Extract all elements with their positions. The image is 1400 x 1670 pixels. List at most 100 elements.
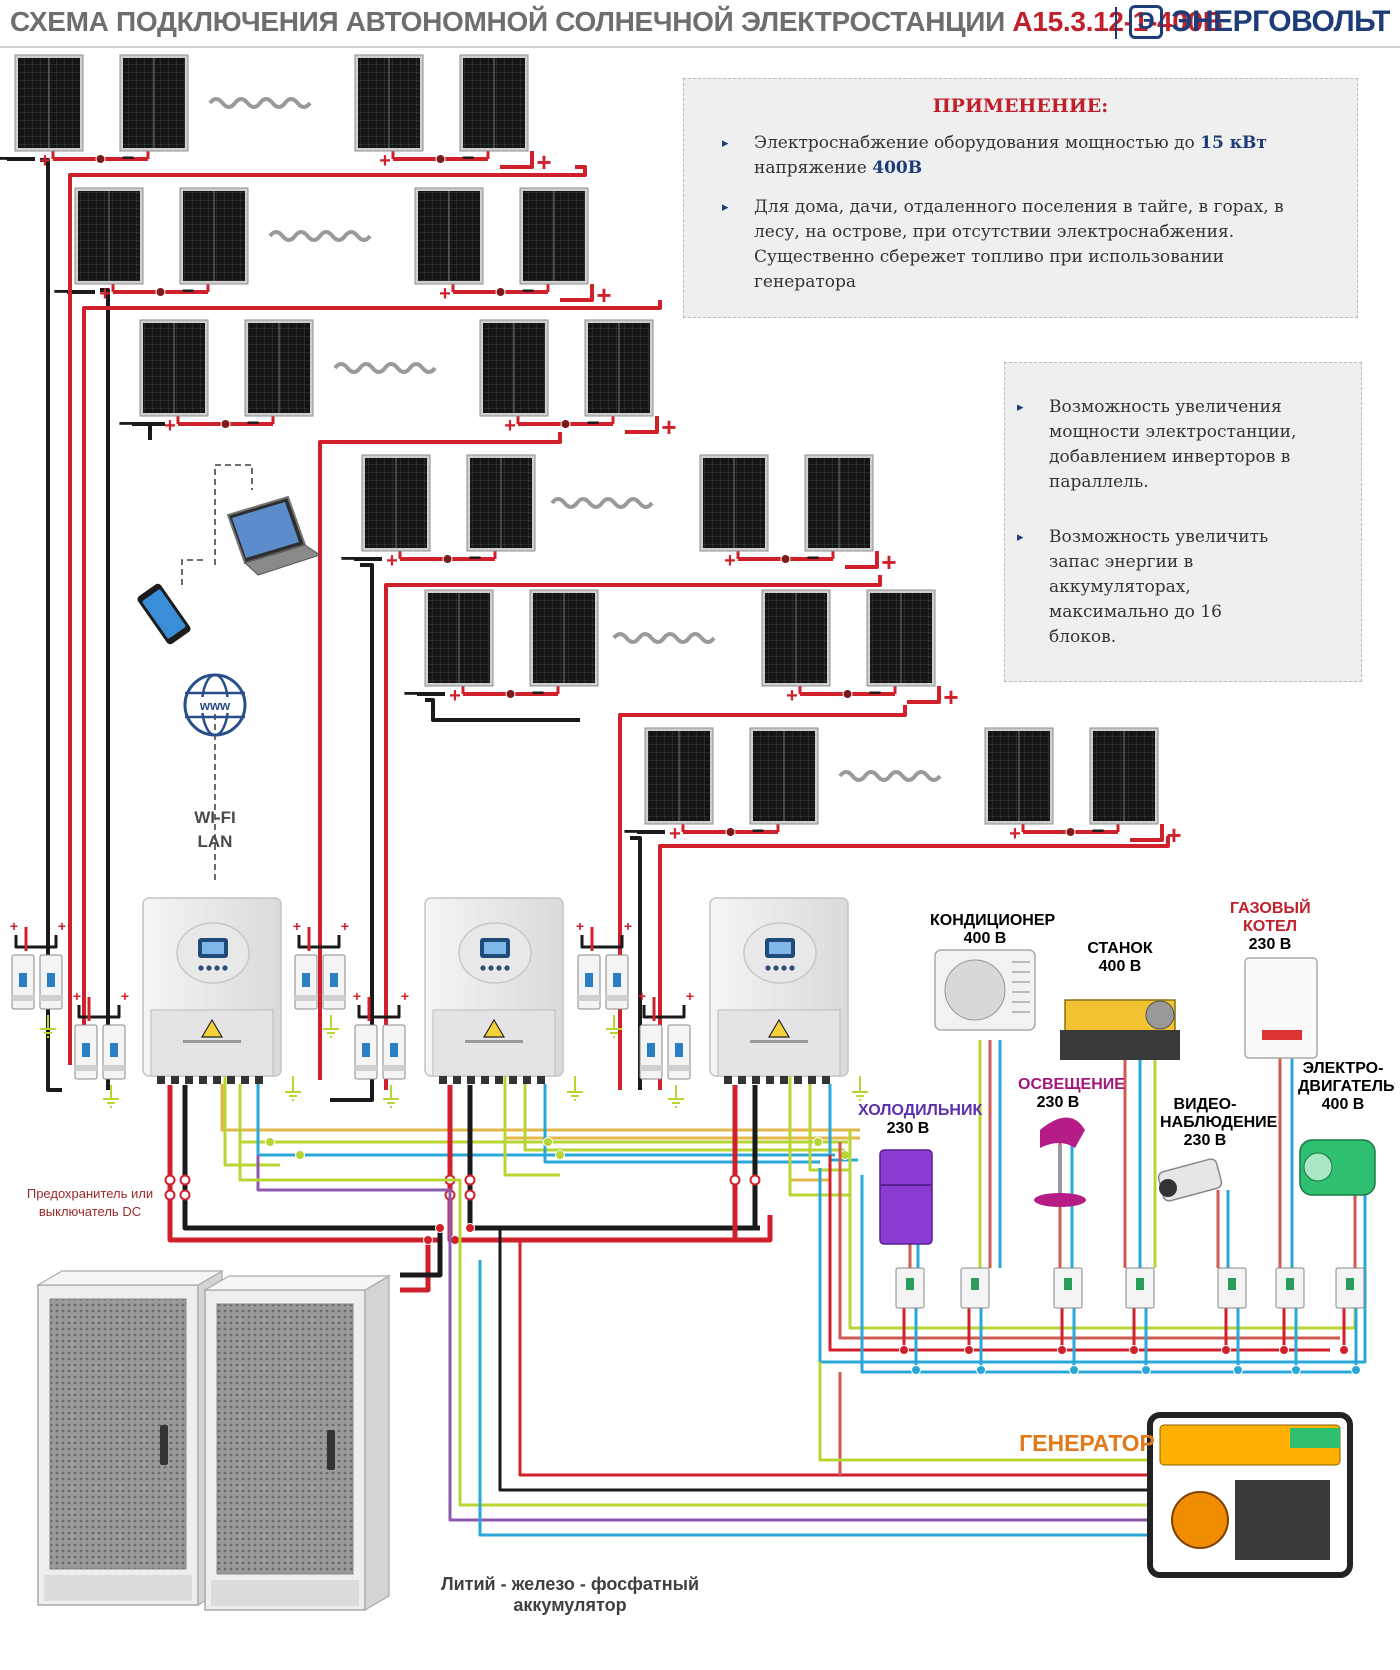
- wire: [68, 165, 587, 1065]
- load-fridge-label: ХОЛОДИЛЬНИК 230 В: [858, 1102, 983, 1138]
- load-name: ХОЛОДИЛЬНИК: [858, 1102, 983, 1119]
- load-breaker: [1217, 1267, 1247, 1309]
- refrigerator-icon: [879, 1149, 933, 1245]
- minus-sign: −: [247, 410, 260, 435]
- load-name: ДВИГАТЕЛЬ: [1298, 1078, 1395, 1095]
- battery-text: Литий - железо - фосфатный: [440, 1574, 700, 1594]
- wire: [82, 300, 662, 1075]
- generator-label: ГЕНЕРАТОР: [1019, 1430, 1155, 1456]
- inverter-gland: [780, 1076, 788, 1084]
- dc-breaker: [102, 1024, 126, 1080]
- solar-panel: [139, 319, 209, 417]
- wire: [400, 1228, 443, 1278]
- minus-sign: −: [869, 680, 882, 705]
- title-bar: СХЕМА ПОДКЛЮЧЕНИЯ АВТОНОМНОЙ СОЛНЕЧНОЙ Э…: [0, 0, 1400, 48]
- terminal-ring: [164, 1189, 176, 1201]
- application-heading: ПРИМЕНЕНИЕ:: [932, 95, 1109, 117]
- plus-sign: +: [1009, 823, 1021, 845]
- plus-sign: +: [341, 918, 349, 934]
- application-item-power: ▸ Электроснабжение оборудования мощность…: [722, 131, 1357, 181]
- wire: [478, 1260, 1150, 1537]
- breaker-toggle: [906, 1278, 914, 1290]
- minus-sign: −: [182, 278, 195, 303]
- inverter-gland: [822, 1076, 830, 1084]
- inverter-gland: [724, 1076, 732, 1084]
- plus-sign: +: [39, 150, 51, 172]
- inverter-button: [781, 965, 787, 971]
- inverter-gland: [766, 1076, 774, 1084]
- feature-parallel: ▸ Возможность увеличения мощности электр…: [1017, 395, 1361, 495]
- breaker-toggle: [1286, 1278, 1294, 1290]
- plus-sign: +: [353, 988, 361, 1004]
- inverter-gland: [255, 1076, 263, 1084]
- breaker-terminal: [295, 995, 317, 1001]
- plus-sign: +: [786, 685, 798, 707]
- load-voltage: 230 В: [886, 1120, 930, 1137]
- plus-sign: +: [99, 283, 111, 305]
- breaker-toggle: [1136, 1278, 1144, 1290]
- title-text: СХЕМА ПОДКЛЮЧЕНИЯ АВТОНОМНОЙ СОЛНЕЧНОЙ Э…: [10, 6, 1005, 37]
- minus-sign: −: [122, 145, 135, 170]
- solar-panel: [244, 319, 314, 417]
- plus-sign: +: [576, 918, 584, 934]
- junction-dot: [1221, 1345, 1231, 1355]
- application-text: Существенно сбережет топливо при использ…: [754, 247, 1224, 267]
- wire: [808, 1084, 850, 1172]
- minus-sign: −: [587, 410, 600, 435]
- breaker-toggle: [330, 973, 338, 987]
- load-name: ЭЛЕКТРО-: [1302, 1060, 1384, 1077]
- lan-text: LAN: [197, 832, 233, 851]
- junction-dot: [450, 1235, 460, 1245]
- terminal-ring: [729, 1174, 741, 1186]
- load-voltage: 400 В: [963, 930, 1007, 947]
- breaker-toggle: [1346, 1278, 1354, 1290]
- terminal-ring: [179, 1174, 191, 1186]
- combiner-bridge: [357, 1005, 401, 1019]
- breaker-terminal: [40, 995, 62, 1001]
- cabinet-side: [364, 1274, 390, 1612]
- model-code: А15.3.12-1-400В: [1012, 6, 1223, 37]
- wire: [167, 1085, 440, 1243]
- hybrid-inverter: [424, 897, 583, 1101]
- boiler-display: [1262, 1030, 1302, 1040]
- inverter-button: [214, 965, 220, 971]
- plus-sign: +: [638, 988, 646, 1004]
- load-name: ГАЗОВЫЙ: [1230, 900, 1311, 917]
- junction-dot: [1069, 1365, 1079, 1375]
- application-item-usage: ▸ Для дома, дачи, отдаленного поселения …: [722, 195, 1357, 295]
- hybrid-inverter: [142, 897, 301, 1101]
- junction-dot: [813, 1137, 823, 1147]
- inverter-gland: [738, 1076, 746, 1084]
- string-positive-lead: [625, 416, 659, 434]
- lamp-base: [1034, 1193, 1086, 1207]
- e-logo-icon: Э: [1129, 5, 1164, 39]
- wire: [400, 1240, 431, 1293]
- load-ac-label: КОНДИЦИОНЕР 400 В: [930, 912, 1056, 948]
- load-name: КОТЕЛ: [1243, 918, 1297, 935]
- series-wave: [268, 230, 372, 242]
- generator-recoil: [1171, 1491, 1229, 1549]
- wire: [518, 1240, 1150, 1477]
- plus-sign: +: [624, 918, 632, 934]
- dc-breaker: [639, 1024, 663, 1080]
- wire: [543, 1084, 820, 1164]
- ac-fan: [944, 959, 1006, 1021]
- feature-text: запас энергии в: [1049, 552, 1194, 572]
- logo-divider: [1115, 7, 1118, 39]
- load-name: КОНДИЦИОНЕР: [930, 912, 1056, 929]
- plus-sign: +: [686, 988, 694, 1004]
- page-title: СХЕМА ПОДКЛЮЧЕНИЯ АВТОНОМНОЙ СОЛНЕЧНОЙ Э…: [10, 6, 1223, 38]
- load-voltage: 230 В: [1248, 936, 1292, 953]
- plus-sign: +: [669, 823, 681, 845]
- generator-frame: [1147, 1412, 1353, 1578]
- breaker-terminal: [606, 995, 628, 1001]
- load-breaker: [1125, 1267, 1155, 1309]
- phone-screen: [142, 589, 186, 639]
- junction-dot: [465, 1223, 475, 1233]
- bullet-icon: ▸: [722, 136, 729, 151]
- solar-panel: [361, 454, 431, 552]
- junction-dot: [964, 1345, 974, 1355]
- solar-panel: [1089, 727, 1159, 825]
- cabinet-plinth: [44, 1575, 192, 1601]
- solar-panel: [466, 454, 536, 552]
